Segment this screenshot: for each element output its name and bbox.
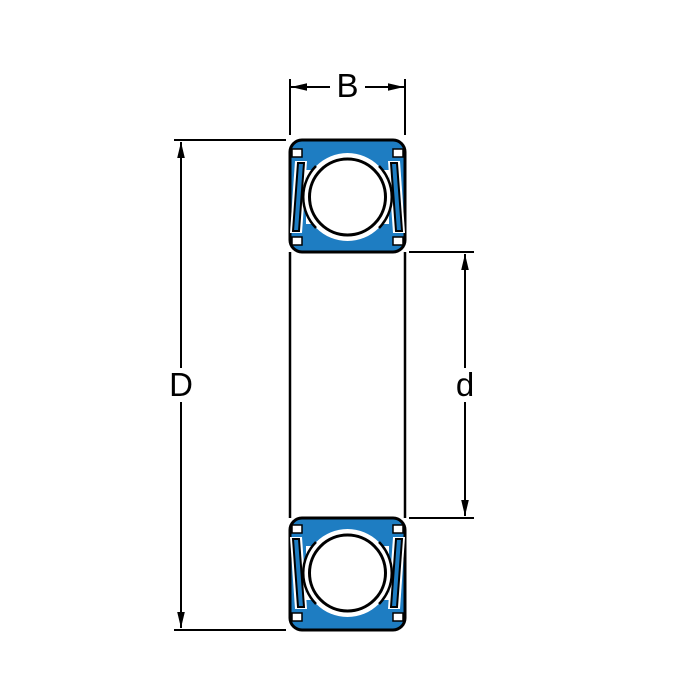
bearing-bottom-block <box>288 516 407 632</box>
bearing-top-block <box>288 138 407 254</box>
bore-diameter-label: d <box>456 366 474 403</box>
outer-diameter-label: D <box>169 366 193 403</box>
width-dimension: B <box>289 67 406 135</box>
width-label: B <box>336 67 358 104</box>
bore-diameter-dimension: d <box>409 251 474 519</box>
outer-diameter-dimension: D <box>169 139 286 631</box>
